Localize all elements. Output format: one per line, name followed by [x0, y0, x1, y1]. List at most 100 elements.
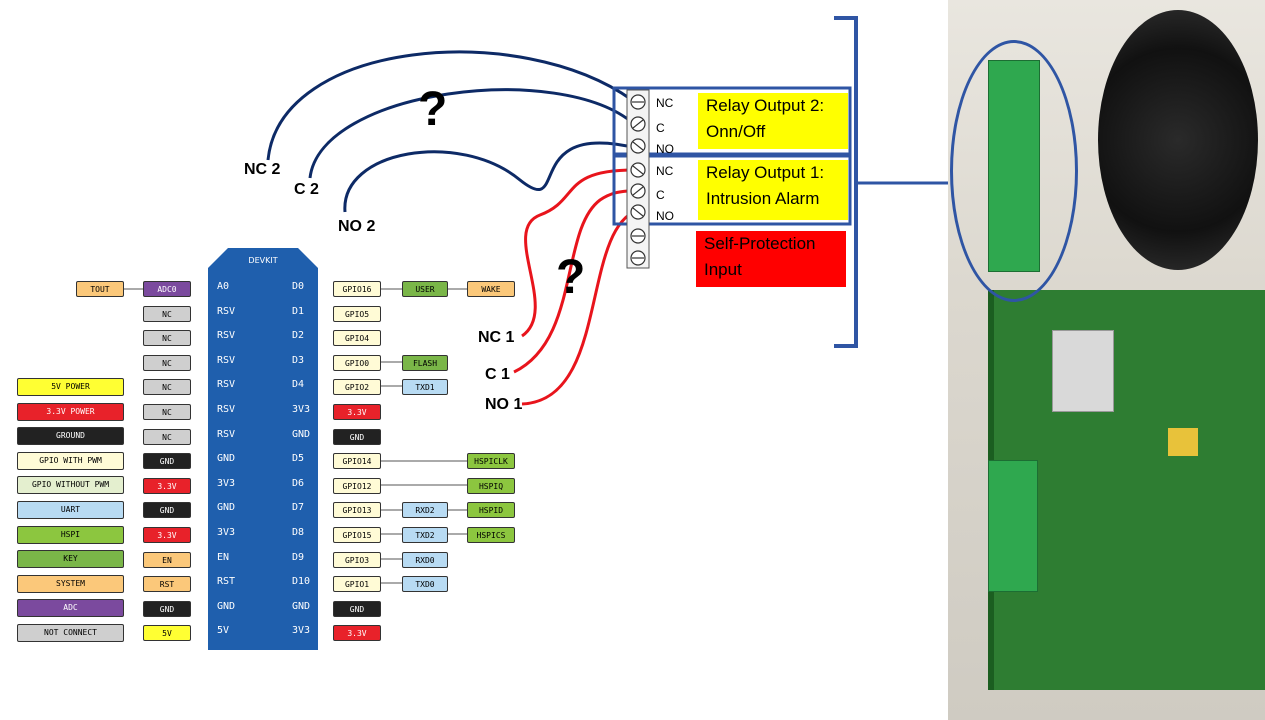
- pin-left-5v: 5V: [217, 625, 230, 637]
- pin-right-d8: D8: [292, 527, 305, 538]
- terminal-strip: [626, 89, 650, 269]
- pin-label-nc: NC: [143, 404, 191, 420]
- question-mark-relay2: ?: [418, 83, 448, 136]
- wire-label-c1: C 1: [485, 366, 510, 383]
- pin-right-gnd: GND: [292, 428, 311, 440]
- pin-label-gnd: GND: [143, 453, 191, 470]
- pin-label-en: EN: [143, 551, 191, 568]
- legend-gpio-with-pwm: GPIO WITH PWM: [17, 451, 124, 470]
- devkit-title: DEVKIT: [248, 256, 278, 265]
- r2-nc-label: NC: [656, 96, 674, 110]
- pin-label-adc0: ADC0: [143, 281, 191, 297]
- wire-no1: [521, 208, 639, 406]
- r1-nc-label: NC: [656, 164, 674, 178]
- pin-leaders: [124, 288, 467, 584]
- pin-left-rsv: RSV: [217, 404, 236, 415]
- pin-right-d5: D5: [292, 453, 305, 465]
- pin-right-d9: D9: [292, 551, 305, 563]
- relay2-frame: [612, 86, 852, 156]
- pin-label-gpio0: GPIO0: [333, 354, 381, 371]
- speaker: [1098, 10, 1258, 270]
- pin-label-gnd: GND: [333, 600, 381, 617]
- pin-label-5v: 5V: [143, 625, 191, 642]
- pin-label-tout: TOUT: [76, 281, 124, 297]
- pin-right-d1: D1: [292, 305, 305, 317]
- pin-left-3v3: 3V3: [217, 477, 236, 489]
- pin-label-3-3v: 3.3V: [143, 477, 191, 494]
- relay-output-2-label: Relay Output 2: Onn/Off: [698, 93, 848, 149]
- pin-left-gnd: GND: [217, 600, 236, 612]
- pcb-photo: [948, 0, 1265, 720]
- legend-system: SYSTEM: [17, 574, 124, 593]
- wire-c2: [308, 88, 635, 179]
- pin-left-rsv: RSV: [217, 428, 236, 440]
- legend-gpio-without-pwm: GPIO WITHOUT PWM: [17, 476, 124, 495]
- pin-right-d7: D7: [292, 502, 305, 514]
- pin-label-user: USER: [402, 281, 448, 297]
- pin-label-gpio12: GPIO12: [333, 477, 381, 494]
- question-mark-relay1: ?: [556, 251, 586, 304]
- pin-label-gnd: GND: [143, 600, 191, 617]
- legend-hspi: HSPI: [17, 525, 124, 544]
- wire-nc1: [521, 168, 635, 338]
- pin-label-wake: WAKE: [467, 281, 515, 297]
- pin-right-d4: D4: [292, 379, 305, 391]
- legend-adc: ADC: [17, 599, 124, 618]
- pin-label-gpio16: GPIO16: [333, 281, 381, 297]
- pin-label-gpio1: GPIO1: [333, 576, 381, 593]
- pin-label-rxd0: RXD0: [402, 551, 448, 568]
- pin-right-d2: D2: [292, 330, 305, 342]
- wire-nc2: [266, 50, 633, 161]
- legend-3-3v-power: 3.3V POWER: [17, 402, 124, 421]
- wire-label-nc2: NC 2: [244, 161, 281, 178]
- pin-label-3-3v: 3.3V: [333, 404, 381, 420]
- pin-label-txd0: TXD0: [402, 576, 448, 593]
- wire-c1: [513, 188, 637, 374]
- legend-5v-power: 5V POWER: [17, 378, 124, 396]
- pin-left-en: EN: [217, 551, 230, 563]
- pin-label-txd2: TXD2: [402, 527, 448, 543]
- pin-left-gnd: GND: [217, 453, 236, 465]
- pin-right-d0: D0: [292, 281, 305, 292]
- pin-label-3-3v: 3.3V: [143, 527, 191, 543]
- pin-right-d10: D10: [292, 576, 311, 588]
- legend-not-connect: NOT CONNECT: [17, 624, 124, 642]
- devkit-board: [208, 248, 318, 650]
- pin-label-flash: FLASH: [402, 354, 448, 371]
- r1-c-label: C: [656, 188, 665, 202]
- relay1-frame: [612, 154, 852, 226]
- terminal-block-bottom: [988, 460, 1038, 592]
- pin-label-gpio15: GPIO15: [333, 527, 381, 543]
- pin-right-3v3: 3V3: [292, 625, 311, 637]
- pin-right-gnd: GND: [292, 600, 311, 612]
- r1-no-label: NO: [656, 209, 674, 223]
- pin-label-nc: NC: [143, 428, 191, 445]
- r2-c-label: C: [656, 121, 665, 135]
- pin-label-nc: NC: [143, 354, 191, 371]
- pin-left-gnd: GND: [217, 502, 236, 514]
- legend-uart: UART: [17, 501, 124, 519]
- wire-label-no2: NO 2: [338, 218, 376, 235]
- pin-label-rxd2: RXD2: [402, 502, 448, 519]
- terminal-screws: [630, 94, 646, 266]
- pin-label-nc: NC: [143, 305, 191, 322]
- r2-no-label: NO: [656, 142, 674, 156]
- pin-label-gpio5: GPIO5: [333, 305, 381, 322]
- pin-left-rsv: RSV: [217, 354, 236, 366]
- wire-label-no1: NO 1: [485, 396, 523, 413]
- pin-label-gnd: GND: [333, 428, 381, 445]
- pin-label-hspid: HSPID: [467, 502, 515, 519]
- pin-right-d6: D6: [292, 477, 305, 489]
- self-protection-label: Self-Protection Input: [696, 231, 846, 287]
- legend-ground: GROUND: [17, 427, 124, 446]
- pin-left-rst: RST: [217, 576, 236, 588]
- rj-connector: [1052, 330, 1114, 412]
- pin-label-rst: RST: [143, 576, 191, 593]
- relay-output-1-label: Relay Output 1: Intrusion Alarm: [698, 160, 848, 220]
- pin-left-rsv: RSV: [217, 379, 236, 391]
- pin-left-a0: A0: [217, 281, 230, 292]
- pin-label-gpio3: GPIO3: [333, 551, 381, 568]
- pin-label-hspiclk: HSPICLK: [467, 453, 515, 470]
- pin-label-hspics: HSPICS: [467, 527, 515, 543]
- pin-right-3v3: 3V3: [292, 404, 311, 415]
